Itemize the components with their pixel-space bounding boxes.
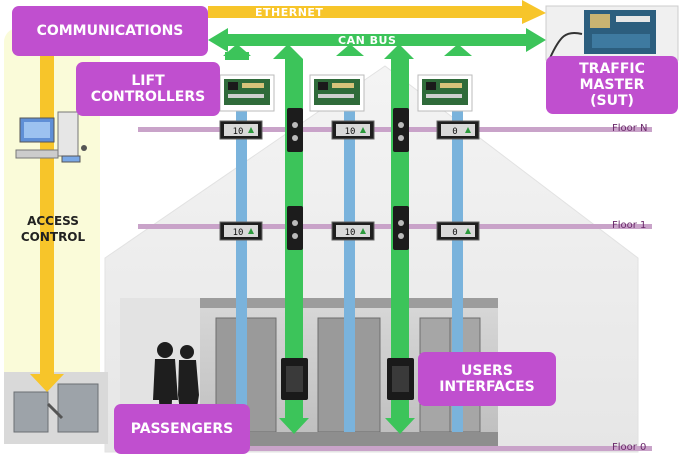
traffic-master-line2: MASTER: [579, 76, 645, 93]
floor-n-text: Floor N: [612, 123, 648, 134]
ethernet-label: ETHERNET: [255, 6, 323, 19]
users-interfaces-line2: INTERFACES: [439, 379, 535, 395]
traffic-master-line3: (SUT): [590, 93, 634, 110]
floor-display-1-3: 0: [452, 228, 457, 238]
traffic-master-board: [545, 5, 679, 61]
passengers-text: PASSENGERS: [130, 420, 234, 437]
traffic-master-label: TRAFFIC MASTER (SUT): [546, 56, 678, 114]
communications-text: COMMUNICATIONS: [36, 22, 184, 39]
display-arrows-n: [248, 127, 471, 133]
lift-controllers-label: LIFT CONTROLLERS: [76, 62, 220, 116]
floor-n-label: Floor N: [612, 123, 648, 134]
display-arrows-1: [248, 228, 471, 234]
floor-display-1-2: 10: [345, 228, 356, 238]
floor-0-label: Floor 0: [612, 442, 646, 453]
users-interfaces-label: USERS INTERFACES: [418, 352, 556, 406]
traffic-master-line1: TRAFFIC: [579, 60, 645, 77]
floor-display-n-3: 0: [452, 127, 457, 137]
access-control-line1: ACCESS: [27, 214, 79, 228]
passengers-label: PASSENGERS: [114, 404, 250, 454]
controller-board-2: [309, 74, 365, 112]
user-keypads: [281, 358, 414, 400]
can-bus-text: CAN BUS: [338, 34, 397, 47]
hall-call-panels: [287, 108, 409, 250]
controller-board-1: [219, 74, 275, 112]
floor-1-text: Floor 1: [612, 220, 647, 231]
can-bus-line: [208, 28, 546, 52]
floor-display-n-1: 10: [233, 127, 244, 137]
floor-display-1-1: 10: [233, 228, 244, 238]
lift-controllers-line1: LIFT: [131, 72, 165, 89]
can-bus-label: CAN BUS: [338, 34, 396, 47]
lift-controller-boards: [219, 74, 473, 112]
lift-shafts: [236, 110, 463, 432]
access-control-label: ACCESS CONTROL: [10, 214, 96, 245]
lift-controllers-line2: CONTROLLERS: [90, 89, 206, 105]
ethernet-line: [208, 0, 546, 24]
users-interfaces-line1: USERS: [461, 362, 513, 379]
floor-1-label: Floor 1: [612, 220, 646, 231]
floor-0-text: Floor 0: [612, 442, 647, 453]
controller-board-3: [417, 74, 473, 112]
access-control-computer: [15, 111, 87, 163]
ethernet-text: ETHERNET: [255, 6, 324, 19]
communications-label: COMMUNICATIONS: [12, 6, 208, 56]
access-control-line2: CONTROL: [20, 229, 86, 244]
turnstile-image: [4, 372, 108, 444]
floor-display-n-2: 10: [345, 127, 356, 137]
